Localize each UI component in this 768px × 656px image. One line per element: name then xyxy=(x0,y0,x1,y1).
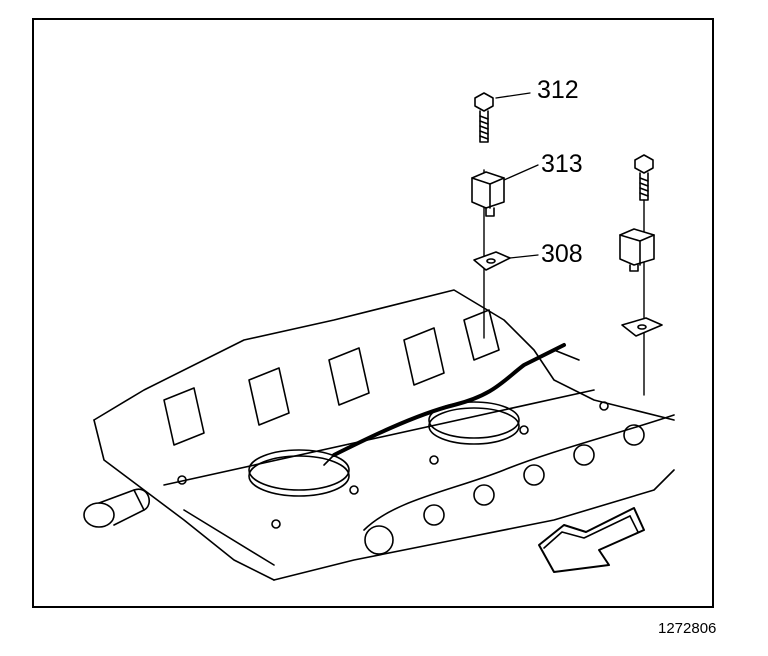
engine-valley-illustration xyxy=(83,92,675,581)
callout-313: 313 xyxy=(541,150,583,178)
sensor-stack-right xyxy=(619,154,663,396)
valley-covers xyxy=(248,401,520,497)
direction-arrow-icon xyxy=(538,507,645,573)
diagram-frame: 312 313 308 xyxy=(32,18,714,608)
callout-308: 308 xyxy=(541,240,583,268)
left-fitting xyxy=(83,488,150,528)
callout-312: 312 xyxy=(537,76,579,104)
gasket-icon xyxy=(621,317,663,337)
figure-number: 1272806 xyxy=(658,620,717,637)
bolt-icon xyxy=(474,92,494,143)
bolt-icon xyxy=(634,154,654,201)
gasket-icon xyxy=(473,251,511,271)
sensor-stack-labeled xyxy=(471,92,539,339)
sensor-icon xyxy=(471,171,505,217)
mounting-studs xyxy=(177,401,609,529)
wiring-harness xyxy=(323,343,580,466)
sensor-icon xyxy=(619,228,655,272)
valvetrain xyxy=(363,414,675,555)
